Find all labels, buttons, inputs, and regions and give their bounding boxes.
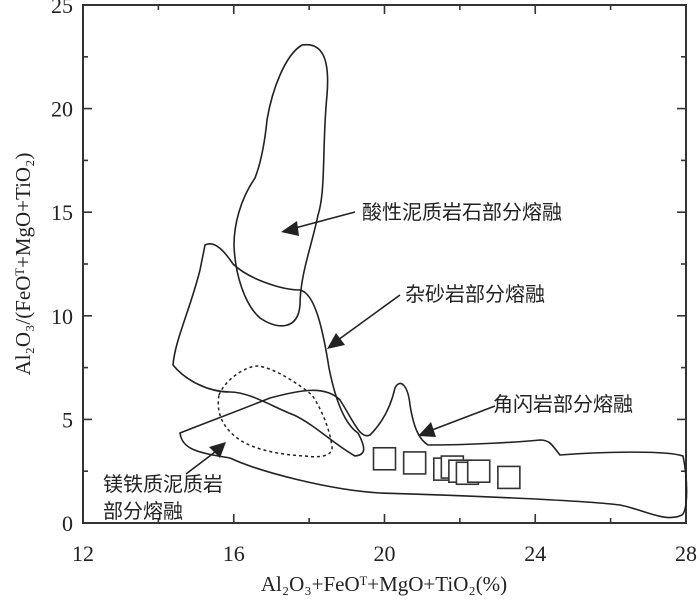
y-tick-label: 10 bbox=[51, 304, 73, 329]
sample-point bbox=[372, 446, 397, 471]
field-mafic-pelite bbox=[217, 365, 333, 458]
y-axis-title: Al₂O₃/(FeOᵀ+MgO+TiO₂) bbox=[11, 153, 35, 376]
label-acid-pelite: 酸性泥质岩石部分熔融 bbox=[362, 200, 562, 224]
sample-point bbox=[466, 459, 491, 484]
x-tick-label: 20 bbox=[374, 541, 396, 566]
label-amphibolite: 角闪岩部分熔融 bbox=[493, 392, 633, 416]
sample-points bbox=[372, 446, 521, 490]
field-amphibolite bbox=[179, 382, 688, 519]
field-acid-pelite bbox=[233, 43, 329, 327]
y-tick-label: 5 bbox=[62, 407, 73, 432]
arrow-acid-pelite-head bbox=[281, 221, 299, 236]
tick-labels: 12 16 20 24 28 0 5 10 15 20 25 bbox=[51, 0, 697, 566]
arrow-amphibolite-head bbox=[418, 422, 436, 437]
axis-ticks bbox=[82, 4, 687, 524]
sample-point bbox=[497, 465, 521, 490]
arrow-greywacke-line bbox=[337, 294, 401, 341]
x-tick-label: 28 bbox=[675, 541, 697, 566]
x-axis-title: Al₂O₃+FeOᵀ+MgO+TiO₂(%) bbox=[261, 572, 507, 596]
label-greywacke: 杂砂岩部分熔融 bbox=[405, 282, 545, 306]
label-mafic-pelite-line2: 部分熔融 bbox=[103, 499, 183, 523]
arrow-amphibolite-line bbox=[431, 405, 496, 431]
y-tick-label: 25 bbox=[51, 0, 73, 18]
plot-frame bbox=[82, 4, 687, 524]
arrow-acid-pelite-line bbox=[294, 211, 356, 229]
y-tick-label: 15 bbox=[51, 200, 73, 225]
label-mafic-pelite-line1: 镁铁质泥质岩 bbox=[103, 472, 223, 496]
x-tick-label: 24 bbox=[524, 541, 546, 566]
y-tick-label: 0 bbox=[62, 511, 73, 536]
arrow-mafic-pelite-head bbox=[209, 442, 226, 458]
arrow-mafic-pelite-line bbox=[185, 451, 216, 475]
fields-layer bbox=[172, 43, 688, 519]
x-tick-label: 12 bbox=[72, 541, 94, 566]
x-tick-label: 16 bbox=[223, 541, 245, 566]
arrow-greywacke-head bbox=[327, 333, 345, 349]
label-arrows bbox=[185, 211, 496, 475]
field-greywacke bbox=[172, 243, 365, 457]
sample-point bbox=[402, 451, 427, 475]
y-tick-label: 20 bbox=[51, 97, 73, 122]
